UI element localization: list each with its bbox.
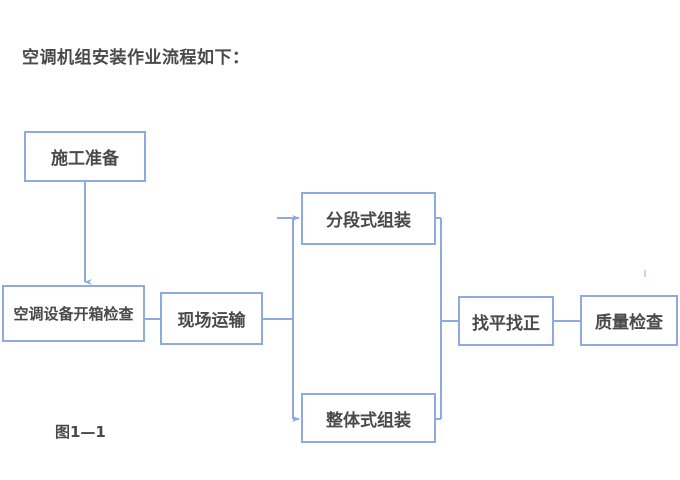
flow-node-construction-preparation[interactable]: 施工准备: [24, 131, 146, 182]
flow-node-leveling-alignment[interactable]: 找平找正: [458, 296, 554, 346]
flow-node-site-transport[interactable]: 现场运输: [160, 292, 263, 345]
flow-node-segmented-assembly[interactable]: 分段式组装: [301, 192, 436, 245]
figure-caption: 图1—1: [55, 423, 106, 441]
flow-node-equipment-unboxing-inspection[interactable]: 空调设备开箱检查: [2, 285, 145, 342]
page-title: 空调机组安装作业流程如下：: [22, 48, 250, 68]
flow-node-quality-inspection[interactable]: 质量检查: [580, 295, 678, 346]
flow-node-integral-assembly[interactable]: 整体式组装: [301, 393, 436, 443]
